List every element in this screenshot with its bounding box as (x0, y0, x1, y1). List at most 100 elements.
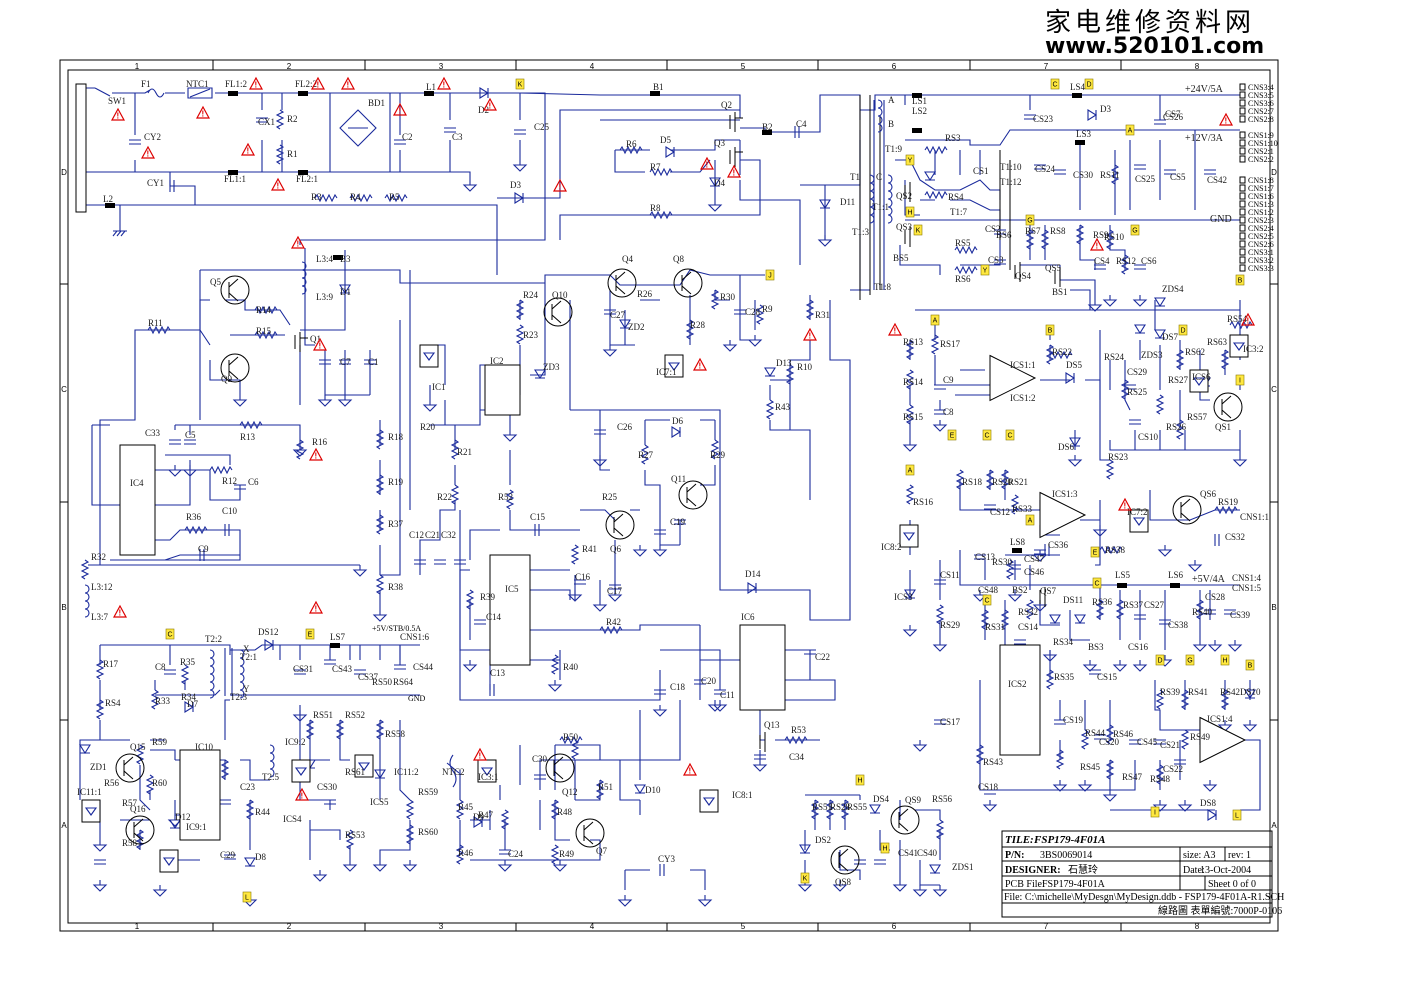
ground-symbol (92, 880, 108, 892)
component-label: IC4 (130, 478, 144, 488)
component-label: ICS1:1 (1010, 360, 1036, 370)
resistor (1075, 224, 1085, 245)
component-label: R3 (311, 192, 322, 202)
transistor-pins (553, 756, 564, 780)
component-label: CS24 (1035, 164, 1056, 174)
safety-warning-icon (472, 747, 488, 761)
resistor (1025, 229, 1035, 250)
safety-warning-mark: ! (319, 342, 322, 351)
component-label: RS36 (1092, 597, 1113, 607)
safety-warning-icon (682, 762, 698, 776)
safety-warning-mark: ! (147, 150, 150, 159)
component-label: R41 (582, 544, 597, 554)
sheet-value: Sheet 0 of 0 (1208, 879, 1256, 890)
component-label: RS50 (372, 677, 393, 687)
connector-pin (1239, 264, 1246, 272)
ground-symbol (1227, 640, 1243, 652)
optocoupler (477, 759, 497, 783)
resistor (599, 625, 623, 635)
resistor (905, 404, 915, 425)
ground-symbol (1102, 295, 1118, 307)
transistor-pins (615, 271, 626, 295)
ground-symbol (722, 340, 738, 352)
ground-symbol (1232, 455, 1248, 467)
safety-warning-icon (240, 142, 256, 156)
component-label: RS7 (1025, 226, 1041, 236)
capacitor (394, 139, 406, 145)
resistor (305, 719, 315, 740)
connector-label: CNS2:5 (1248, 232, 1274, 241)
component-label: C25 (534, 122, 550, 132)
resistor (550, 654, 560, 675)
component-label: QS9 (905, 795, 922, 805)
component-label: RS23 (1108, 452, 1129, 462)
component-label: RS27 (1168, 375, 1189, 385)
capacitor (674, 519, 686, 525)
resistor (375, 719, 385, 740)
transistor (605, 510, 635, 540)
component-label: CS46 (1024, 567, 1045, 577)
ic-package (999, 644, 1041, 756)
ground-symbol (902, 625, 918, 637)
safety-warning-icon (1240, 312, 1256, 326)
capacitor (339, 359, 351, 365)
resistor (135, 829, 145, 850)
schematic-frame (59, 59, 1279, 932)
capacitor (1204, 609, 1216, 615)
component-label: DS8 (1200, 798, 1217, 808)
grid-col-top: 8 (1195, 62, 1200, 71)
ground-symbol (697, 895, 713, 907)
rail-gnd-label: GND (1210, 214, 1232, 225)
connector-pin (1239, 91, 1246, 99)
pn-label: P/N: (1005, 850, 1024, 861)
safety-warning-icon (1218, 112, 1234, 126)
component-label: D11 (840, 197, 855, 207)
ground-symbol (1192, 640, 1208, 652)
optocoupler (699, 789, 719, 813)
component-label: RS10 (1104, 232, 1125, 242)
ground-symbol (342, 860, 358, 872)
component-label: IC1 (432, 382, 446, 392)
component-label: RS44 (1085, 728, 1106, 738)
component-label: T1:12 (1000, 177, 1022, 187)
component-label: CS1 (973, 166, 989, 176)
transistor (545, 753, 575, 783)
component-label: R17 (103, 659, 119, 669)
component-label: RS12 (1116, 256, 1136, 266)
safety-warning-icon (436, 76, 452, 90)
diode (264, 639, 275, 651)
component-label: RS19 (1218, 497, 1239, 507)
resistor (375, 429, 385, 450)
resistor (840, 799, 850, 820)
safety-warning-icon (692, 357, 708, 371)
rail-stb-gnd-label: GND (408, 694, 426, 703)
component-label: R19 (388, 477, 404, 487)
grid-row-right: C (1271, 385, 1277, 394)
capacitor (994, 259, 1006, 265)
transistor-pins (686, 483, 697, 507)
component-label: D9 (473, 812, 484, 822)
resistor (375, 474, 385, 495)
component-label: D4 (714, 178, 725, 188)
fuse (147, 88, 165, 98)
capacitor (234, 484, 246, 490)
component-label: Q7 (596, 846, 607, 856)
component-label: R51 (598, 782, 613, 792)
component-label: C29 (220, 850, 236, 860)
component-label: DS2 (815, 835, 831, 845)
grid-col-bottom: 8 (1195, 922, 1200, 931)
component-label: LS8 (1010, 537, 1026, 547)
connector-label: CNS3:2 (1248, 256, 1274, 265)
net-tag (1050, 78, 1060, 90)
net-tag (855, 774, 865, 786)
component-label: R52 (498, 492, 513, 502)
resistor (1115, 599, 1125, 620)
ground-symbol (1087, 300, 1103, 312)
component-label: RS59 (418, 787, 439, 797)
optocoupler-led (902, 532, 916, 541)
component-label: RS32 (1018, 607, 1038, 617)
inductor (84, 584, 90, 618)
component-label: DS11 (1063, 595, 1083, 605)
ground-symbol (902, 440, 918, 452)
